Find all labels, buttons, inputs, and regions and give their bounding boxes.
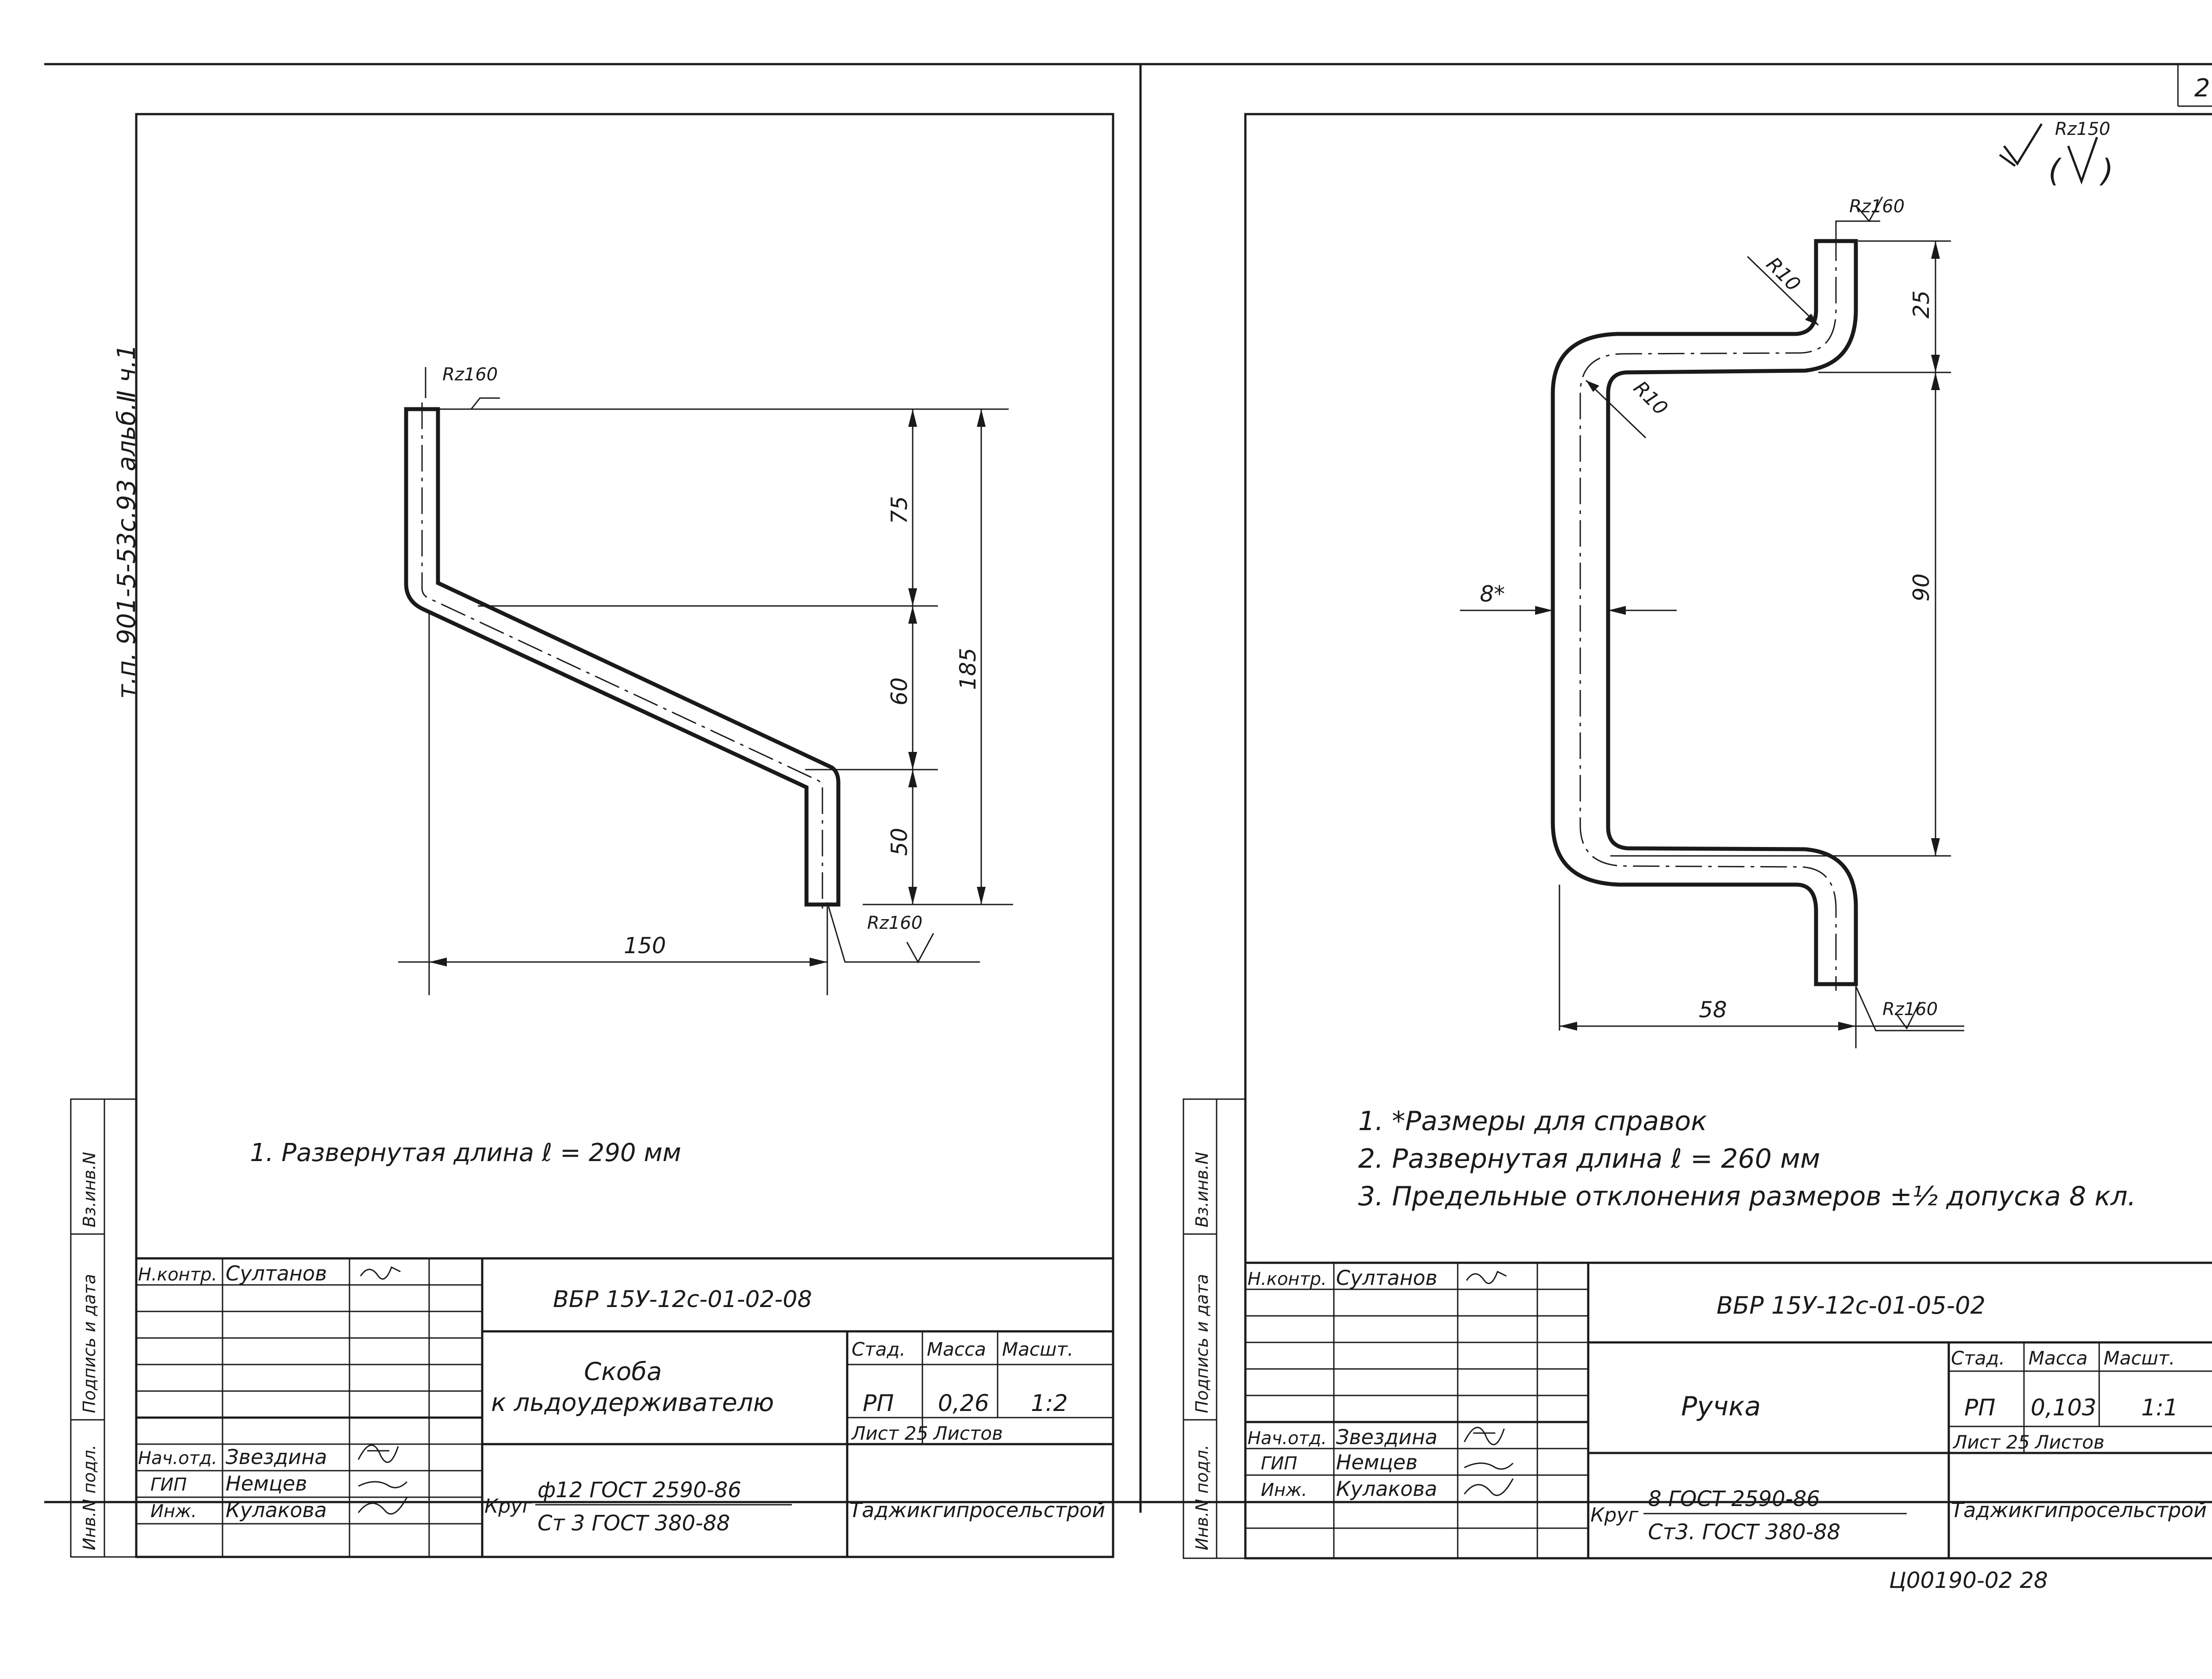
dim-185: 185 bbox=[955, 648, 981, 690]
dim-25: 25 bbox=[1909, 290, 1934, 318]
right-role-3: Инж. bbox=[1261, 1480, 1307, 1500]
left-material-top: ф12 ГОСТ 2590-86 bbox=[538, 1478, 741, 1503]
right-part-name: Ручка bbox=[1681, 1391, 1761, 1422]
roughness-symbol-icon bbox=[2067, 137, 2098, 185]
dim-90: 90 bbox=[1909, 573, 1934, 602]
side-label-sign: Подпись и дата bbox=[80, 1274, 99, 1413]
dim-50: 50 bbox=[887, 828, 912, 856]
right-name-1: Звездина bbox=[1336, 1425, 1437, 1449]
dim-75: 75 bbox=[887, 496, 912, 524]
bracket-centerline bbox=[421, 402, 823, 911]
handle-part bbox=[1551, 239, 1858, 986]
right-material-bottom: Ст3. ГОСТ 380-88 bbox=[1648, 1520, 1840, 1545]
right-role-2: ГИП bbox=[1261, 1453, 1297, 1474]
roughness-top: Rz160 bbox=[442, 364, 498, 385]
signature-scribble bbox=[358, 1481, 408, 1488]
left-name-2: Немцев bbox=[226, 1472, 307, 1495]
signature-scribble bbox=[1466, 1270, 1507, 1284]
right-name-0: Султанов bbox=[1336, 1266, 1437, 1290]
left-hdr-stage: Стад. bbox=[852, 1338, 906, 1360]
left-sheet-no: Лист 25 bbox=[851, 1422, 928, 1444]
right-note-1: 1. *Размеры для справок bbox=[1358, 1106, 1707, 1137]
roughness-bottom: Rz160 bbox=[867, 913, 922, 933]
page-number: 27 bbox=[2194, 74, 2212, 103]
right-sheet: Инв.N подл. Подпись и дата Вз.инв.N 25 9… bbox=[1183, 113, 2212, 1593]
dim-8: 8* bbox=[1480, 581, 1505, 607]
bottom-code: Ц00190-02 28 bbox=[1889, 1568, 2048, 1593]
left-material-prefix: Круг bbox=[484, 1495, 533, 1518]
radius-top: R10 bbox=[1762, 253, 1805, 296]
right-role-0: Н.контр. bbox=[1248, 1269, 1327, 1289]
left-role-2: ГИП bbox=[150, 1475, 187, 1495]
right-side-label-vz: Вз.инв.N bbox=[1192, 1152, 1212, 1227]
right-title-block: ВБР 15У-12с-01-05-02 Ручка Стад. Масса М… bbox=[1244, 1261, 2212, 1560]
left-hdr-mass: Масса bbox=[927, 1338, 986, 1360]
roughness-general: Rz150 bbox=[2055, 119, 2110, 139]
right-name-2: Немцев bbox=[1336, 1450, 1417, 1474]
signature-scribble bbox=[357, 1445, 399, 1463]
left-org: Таджикгипросельстрой bbox=[849, 1498, 1105, 1522]
left-role-1: Нач.отд. bbox=[138, 1448, 217, 1468]
left-scale: 1:2 bbox=[1031, 1390, 1068, 1417]
left-role-0: Н.контр. bbox=[138, 1265, 217, 1285]
right-sheets: Листов bbox=[2034, 1431, 2104, 1453]
signature-scribble bbox=[1463, 1427, 1505, 1445]
dim-58: 58 bbox=[1699, 997, 1727, 1023]
signature-scribble bbox=[360, 1266, 401, 1280]
left-sheets: Листов bbox=[933, 1422, 1003, 1444]
left-doc-code: ВБР 15У-12с-01-02-08 bbox=[553, 1286, 812, 1313]
roughness-top-right: Rz160 bbox=[1849, 196, 1905, 217]
right-doc-code: ВБР 15У-12с-01-05-02 bbox=[1717, 1292, 1985, 1319]
right-note-3: 3. Предельные отклонения размеров ±½ доп… bbox=[1358, 1181, 2136, 1212]
dim-150: 150 bbox=[624, 933, 666, 958]
right-mass: 0,103 bbox=[2031, 1395, 2097, 1421]
left-mass: 0,26 bbox=[938, 1390, 989, 1417]
left-name-3: Кулакова bbox=[226, 1498, 327, 1522]
right-side-label-sign: Подпись и дата bbox=[1192, 1274, 1212, 1413]
right-hdr-stage: Стад. bbox=[1951, 1347, 2005, 1369]
left-note: 1. Развернутая длина ℓ = 290 мм bbox=[250, 1138, 681, 1167]
left-name-1: Звездина bbox=[226, 1445, 327, 1469]
signature-scribble bbox=[1463, 1478, 1514, 1496]
left-hdr-scale: Масшт. bbox=[1002, 1338, 1073, 1360]
side-label-vz: Вз.инв.N bbox=[80, 1152, 99, 1227]
roughness-bottom-right: Rz160 bbox=[1882, 999, 1938, 1020]
right-side-label-inv: Инв.N подл. bbox=[1192, 1445, 1212, 1550]
right-role-1: Нач.отд. bbox=[1248, 1428, 1327, 1449]
side-label-inv: Инв.N подл. bbox=[80, 1445, 99, 1550]
right-hdr-mass: Масса bbox=[2028, 1347, 2088, 1369]
handle-centerline bbox=[1579, 234, 1837, 991]
signature-scribble bbox=[357, 1497, 408, 1515]
signature-scribble bbox=[1464, 1462, 1514, 1470]
right-scale: 1:1 bbox=[2141, 1395, 2178, 1421]
svg-text:(: ( bbox=[2048, 153, 2062, 189]
bracket-part bbox=[404, 407, 841, 907]
left-name-0: Султанов bbox=[226, 1261, 327, 1285]
left-title-block: ВБР 15У-12с-01-02-08 Скоба к льдоудержив… bbox=[135, 1257, 1114, 1558]
right-name-3: Кулакова bbox=[1336, 1477, 1437, 1501]
right-hdr-scale: Масшт. bbox=[2104, 1347, 2175, 1369]
left-part-name-2: к льдоудерживателю bbox=[491, 1388, 774, 1417]
left-role-3: Инж. bbox=[150, 1501, 197, 1522]
left-part-name-1: Скоба bbox=[584, 1357, 662, 1386]
roughness-symbol-icon bbox=[1999, 123, 2043, 167]
right-material-prefix: Круг bbox=[1590, 1504, 1639, 1526]
left-material-bottom: Ст 3 ГОСТ 380-88 bbox=[538, 1511, 730, 1536]
right-sheet-no: Лист 25 bbox=[1952, 1431, 2030, 1453]
left-stage: РП bbox=[863, 1390, 894, 1417]
radius-inner: R10 bbox=[1629, 377, 1672, 420]
side-stamp: т.п. 901-5-53с.93 альб.Ⅱ ч.1 bbox=[112, 344, 141, 699]
left-sheet: т.п. 901-5-53с.93 альб.Ⅱ ч.1 Инв.N подл.… bbox=[70, 113, 1114, 1558]
right-org: Таджикгипросельстрой bbox=[1951, 1498, 2207, 1522]
right-stage: РП bbox=[1964, 1395, 1995, 1421]
right-note-2: 2. Развернутая длина ℓ = 260 мм bbox=[1358, 1143, 1820, 1174]
right-material-top: 8 ГОСТ 2590-86 bbox=[1648, 1487, 1820, 1511]
svg-text:): ) bbox=[2099, 153, 2113, 189]
dim-60: 60 bbox=[887, 677, 912, 705]
